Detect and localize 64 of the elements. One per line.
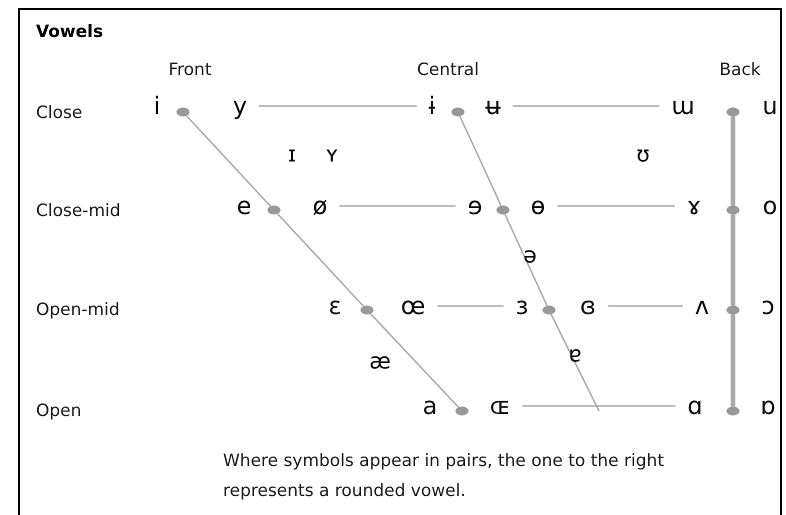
connector-line: [557, 205, 675, 207]
vowel-dot: [542, 306, 556, 314]
vowel-symbol: ʏ: [325, 142, 339, 168]
vowel-symbol: ʌ: [694, 293, 710, 319]
vowel-symbol: ʊ: [636, 142, 650, 168]
vowel-symbol: ɞ: [580, 293, 596, 319]
vowel-symbol: u: [762, 93, 778, 119]
chart-title: Vowels: [36, 22, 104, 42]
connector-line: [522, 405, 676, 407]
vowel-symbol: ɔ: [761, 293, 775, 319]
vowel-symbol: ɑ: [687, 393, 703, 419]
connector-line: [608, 305, 683, 307]
vowel-symbol: ɜ: [516, 293, 528, 319]
vowel-symbol: ɵ: [530, 193, 546, 219]
row-label: Open-mid: [36, 300, 120, 320]
vowel-symbol: ɪ: [288, 142, 296, 168]
vowel-symbol: o: [762, 193, 778, 219]
connector-line: [730, 116, 736, 206]
vowel-symbol: ɯ: [671, 93, 695, 119]
vowel-symbol: a: [422, 393, 438, 419]
vowel-symbol: i: [154, 93, 160, 119]
vowel-symbol: e: [236, 193, 252, 219]
row-label: Open: [36, 401, 82, 421]
connector-line: [437, 305, 504, 307]
vowel-symbol: ɨ: [428, 93, 436, 119]
vowel-dot: [496, 206, 510, 214]
connector-line: [370, 313, 459, 408]
vowel-dot: [726, 206, 740, 214]
connector-line: [259, 105, 417, 107]
connector-line: [504, 214, 548, 306]
vowel-symbol: ɘ: [468, 193, 482, 219]
vowel-symbol: ɒ: [760, 393, 776, 419]
vowel-symbol: ɤ: [686, 193, 702, 219]
connector-line: [512, 105, 660, 107]
connector-line: [730, 214, 736, 306]
vowel-symbol: ʉ: [485, 93, 501, 119]
vowel-symbol: y: [232, 93, 248, 119]
column-label: Front: [168, 60, 212, 80]
connector-line: [339, 205, 456, 207]
vowel-symbol: ɛ: [328, 293, 342, 319]
column-label: Back: [719, 60, 761, 80]
vowel-symbol: œ: [400, 293, 426, 319]
vowel-dot: [452, 108, 464, 116]
connector-line: [276, 213, 364, 307]
vowel-dot: [456, 406, 468, 416]
connector-line: [550, 314, 600, 412]
vowel-symbol: ø: [312, 193, 328, 219]
vowel-dot: [360, 306, 374, 314]
vowel-dot: [726, 108, 740, 116]
column-label: Central: [417, 60, 479, 80]
connector-line: [186, 115, 272, 207]
vowel-symbol: ə: [523, 244, 537, 268]
row-label: Close: [36, 103, 82, 123]
connector-line: [459, 116, 502, 206]
vowel-dot: [726, 406, 740, 416]
connector-line: [730, 314, 736, 406]
vowel-dot: [726, 306, 740, 314]
vowel-symbol: ɐ: [568, 342, 582, 368]
vowel-dot: [176, 108, 190, 116]
vowel-dot: [268, 206, 280, 214]
vowel-symbol: ɶ: [490, 393, 510, 419]
vowel-symbol: æ: [369, 350, 391, 374]
caption: Where symbols appear in pairs, the one to the right represents a rounded vowel.: [223, 450, 665, 503]
row-label: Close-mid: [36, 201, 121, 221]
